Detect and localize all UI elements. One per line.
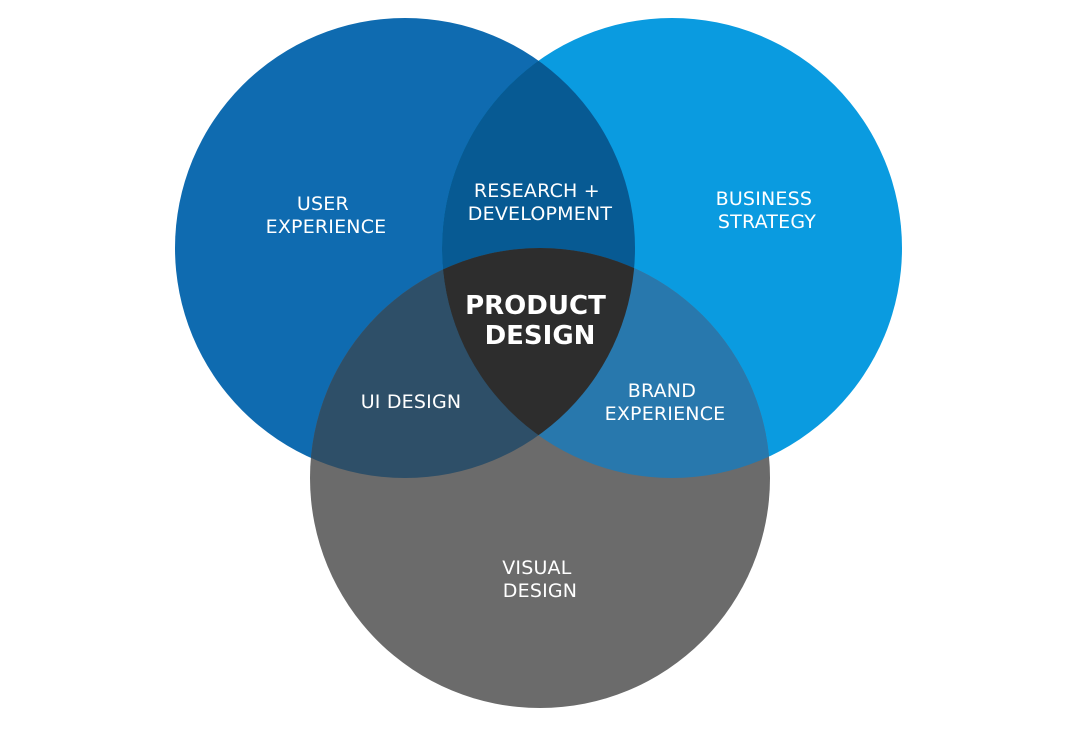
- label-research-development: RESEARCH + DEVELOPMENT: [468, 180, 613, 225]
- overlap-ui-design: [310, 248, 635, 478]
- label-ui-design: UI DESIGN: [361, 391, 462, 413]
- label-visual-design: VISUAL DESIGN: [502, 557, 578, 602]
- label-brand-experience: BRAND EXPERIENCE: [605, 380, 726, 425]
- label-user-experience: USER EXPERIENCE: [266, 193, 387, 238]
- label-business-strategy: BUSINESS STRATEGY: [716, 188, 819, 233]
- overlap-brand-experience: [442, 248, 770, 478]
- label-product-design: PRODUCT DESIGN: [465, 291, 615, 351]
